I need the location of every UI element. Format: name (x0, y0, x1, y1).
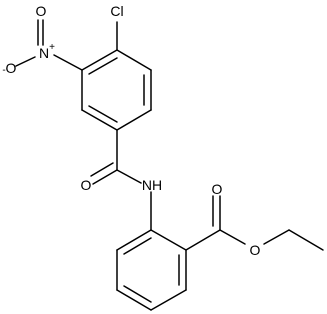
bond (185, 229, 221, 251)
nitro-nitrogen-charge: + (49, 42, 55, 53)
nitro-nitrogen-label: N (39, 45, 49, 61)
nitro-oxygen-left-charge: - (2, 65, 5, 76)
bond (116, 49, 152, 71)
bond-c-o-single (219, 229, 246, 245)
nitro-oxygen-top-label: O (36, 3, 47, 19)
nitro-group-bonds (15, 19, 83, 71)
bond-c-o-double (90, 162, 114, 177)
nitro-oxygen-left-label: O (6, 60, 17, 76)
bond (81, 109, 118, 131)
bond-o-ch2 (263, 229, 290, 245)
bond (88, 57, 118, 75)
bond (116, 229, 152, 251)
bond (123, 237, 152, 255)
bond (88, 105, 118, 123)
amide-nh-label: NH (142, 177, 162, 193)
bond-c-n (116, 169, 142, 184)
ring-a-bonds (81, 49, 152, 131)
ester-bonds (185, 195, 324, 251)
bond-c-o-double (92, 169, 118, 185)
amide-oxygen-label: O (81, 177, 92, 193)
amide-bonds (90, 129, 152, 231)
bond (150, 229, 187, 251)
bond-c-n (53, 54, 83, 71)
bond (116, 289, 152, 311)
bond (116, 109, 152, 131)
chlorine-label: Cl (110, 3, 123, 19)
ring-b-bonds (116, 229, 187, 311)
bond (150, 289, 187, 311)
bond (123, 285, 152, 303)
bond-ch2-ch3 (288, 229, 324, 251)
bond-n-o-single (15, 56, 36, 67)
ester-ether-oxygen-label: O (250, 242, 261, 258)
ester-carbonyl-oxygen-label: O (212, 181, 223, 197)
bond (81, 49, 118, 71)
